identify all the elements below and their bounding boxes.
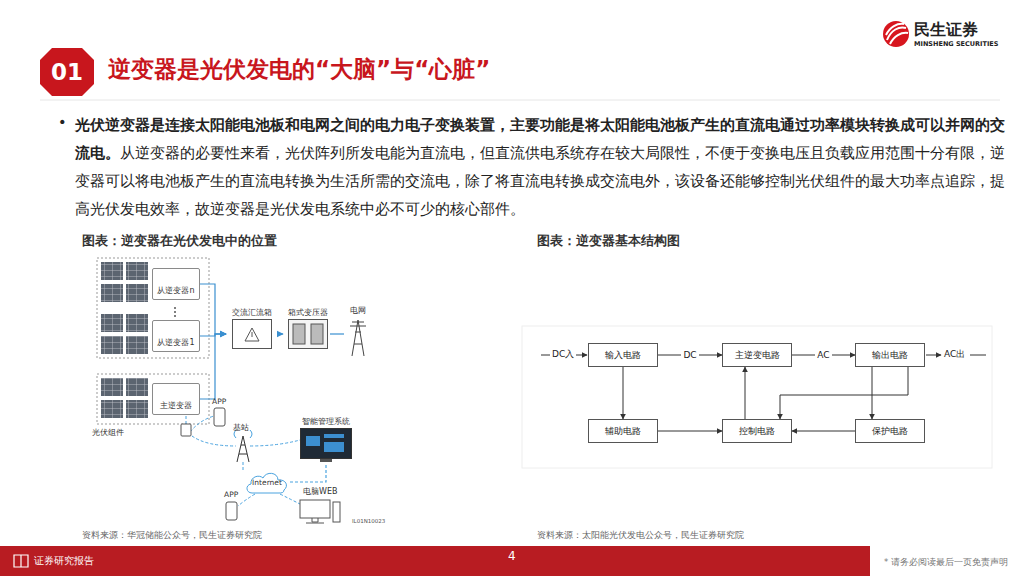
inverter-box: 主逆变器 [152,383,200,415]
logo-mark [883,21,909,47]
connector [623,367,624,419]
bullet: • [58,114,67,131]
node-text: 输入电路 [605,349,641,362]
node-graphic [300,428,352,462]
process-box: 输入电路 [588,343,658,367]
inverter-box: 从逆变器1 [152,320,200,352]
process-box: 主逆变电路 [722,343,792,367]
edge-label: AC [815,350,831,361]
node-text: 从逆变器1 [157,337,194,348]
badge-number: 01 [40,59,94,87]
grid-label: 电网 [350,306,366,316]
node-text: 控制电路 [739,425,775,438]
connector [658,431,722,432]
footer-text: 证券研究报告 [34,555,94,566]
node-text: 主逆变电路 [735,349,780,362]
connector [872,367,873,419]
app-label: APP [224,490,238,499]
node-text: 主逆变器 [160,400,192,411]
signal-label: DC入 [552,349,574,360]
node-graphic [232,319,272,349]
internet-cloud: Internet [244,468,290,496]
process-box: 保护电路 [855,419,925,443]
phone-icon [226,502,237,520]
inverter-box: 从逆变器n [152,268,200,300]
pc-label: 电脑WEB [303,487,337,497]
app-label: APP [212,397,226,406]
title-badge [40,48,94,96]
connector [792,431,855,432]
connector [200,284,226,334]
node-text: 智能管理系统 [302,416,350,427]
transformer-box: 箱式变压器 [283,307,333,351]
node-text: 箱式变压器 [288,307,328,318]
paragraph-body: 从逆变器的必要性来看，光伏阵列所发电能为直流电，但直流供电系统存在较大局限性，不… [75,145,1005,217]
management-system: 智能管理系统 [296,416,356,464]
disclaimer: * 请务必阅读最后一页免责声明 [884,557,1008,567]
comm-links [186,416,300,506]
connector [278,333,283,334]
base-station [234,430,252,462]
node-graphic [288,319,328,349]
node-text: 输出电路 [872,349,908,362]
node-text: 辅助电路 [605,425,641,438]
connector [290,464,326,482]
process-box: 辅助电路 [588,419,658,443]
process-box: 控制电路 [722,419,792,443]
connector [200,334,226,399]
logo-english: MINSHENG SECURITIES [914,41,999,49]
source-note: 资料来源：华冠储能公众号，民生证券研究院 [82,530,262,541]
pv-array [97,258,209,424]
figure-title: 图表：逆变器在光伏发电中的位置 [82,233,277,248]
process-box: 输出电路 [855,343,925,367]
node-text: 交流汇流箱 [232,307,272,318]
figure-code: IL01N10023 [352,518,385,525]
edge-label: DC [681,350,698,361]
base-station-label: 基站 [233,423,249,433]
node-text: 保护电路 [872,425,908,438]
connector [780,367,908,419]
signal-label: AC出 [944,349,965,360]
combiner-box: 交流汇流箱 [226,307,278,351]
figure-title: 图表：逆变器基本结构图 [537,233,680,248]
footer-bar [0,546,870,576]
slide-title: 逆变器是光伏发电的“大脑”与“心脏” [108,56,490,84]
logo-name: 民生证券 [914,20,978,39]
grid-tower [350,320,366,356]
pc-icon [300,500,340,523]
pv-label: 光伏组件 [92,428,124,438]
page-number: 4 [508,549,516,563]
body-paragraph: 光伏逆变器是连接太阳能电池板和电网之间的电力电子变换装置，主要功能是将太阳能电池… [75,111,1005,223]
node-text: Internet [252,478,282,487]
node-text: 从逆变器n [157,285,194,296]
source-note: 资料来源：太阳能光伏发电公众号，民生证券研究院 [537,530,744,541]
connector [745,367,746,419]
phone-icon [214,408,225,426]
